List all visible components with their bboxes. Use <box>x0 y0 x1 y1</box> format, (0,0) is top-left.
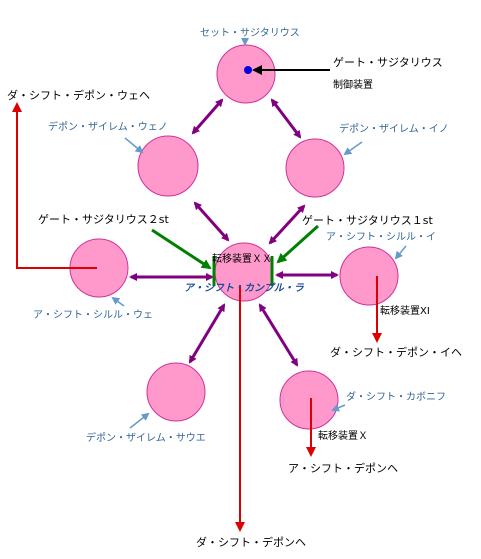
pointer-kaboniv <box>331 404 346 412</box>
label-shiruru-we: ア・シフト・シルル・ウェ <box>33 309 153 321</box>
label-weno: デポン・ザイレム・ウェノ <box>48 120 168 133</box>
node-da-shift-kaboniv[interactable] <box>279 370 339 430</box>
connection-links <box>129 98 339 367</box>
label-pointers <box>111 38 407 429</box>
label-gate-main: ゲート・サジタリウス <box>333 56 443 69</box>
node-set-sagittarius[interactable] <box>216 44 276 104</box>
pointer-ino <box>343 141 363 156</box>
pointer-shiruru-we <box>111 296 125 307</box>
label-teleporter-xx: 転移装置ＸＸ <box>212 252 272 265</box>
label-dest-depon-we: ダ・シフト・デポン・ウェヘ <box>7 88 150 102</box>
label-shiruru-i: ア・シフト・シルル・イ <box>326 232 436 243</box>
node-depon-zairemu-ino[interactable] <box>285 138 345 198</box>
exit-arrows <box>12 102 382 532</box>
pointer-sawe <box>129 412 150 429</box>
label-kaboniv: ダ・シフト・カボニフ <box>346 390 446 403</box>
link-ino-center <box>268 204 306 245</box>
label-sawe: デポン・ザイレム・サウエ <box>86 431 206 444</box>
label-center: ア・シフト・カンプル・ラ <box>184 282 305 294</box>
label-set: セット・サジタリウス <box>200 27 300 39</box>
link-set-weno <box>191 98 224 135</box>
label-control-device: 制御装置 <box>333 78 373 91</box>
node-a-shift-shiruru-i[interactable] <box>339 246 399 306</box>
pointer-shiruru-i <box>394 245 407 260</box>
label-teleporter-xi: 転移装置XI <box>380 304 430 317</box>
control-device-dot <box>244 66 252 74</box>
exit-to-depon-we <box>12 102 97 269</box>
label-gate-1st: ゲート・サジタリウス１st <box>302 214 434 227</box>
link-set-ino <box>270 98 302 139</box>
label-teleporter-x: 転移装置Ｘ <box>318 429 368 442</box>
pointer-weno <box>124 137 144 154</box>
link-weno-center <box>193 201 230 242</box>
gate-1st-arrow <box>276 224 320 264</box>
link-center-kaboniv <box>258 303 299 367</box>
label-dest-depon-i: ダ・シフト・デポン・イヘ <box>330 345 462 359</box>
gate-2st-arrow <box>151 228 212 270</box>
label-dest-da-shift-depon: ダ・シフト・デポンヘ <box>196 535 306 549</box>
label-dest-a-shift-depon: ア・シフト・デポンヘ <box>288 461 398 475</box>
label-ino: デポン・ザイレム・イノ <box>339 122 449 135</box>
label-gate-2st: ゲート・サジタリウス２st <box>38 213 170 226</box>
node-depon-zairemu-sawe[interactable] <box>146 362 206 422</box>
node-depon-zairemu-weno[interactable] <box>137 135 199 197</box>
gate-arrows <box>151 224 320 286</box>
link-center-sawe <box>188 303 226 364</box>
nodes <box>69 44 399 430</box>
